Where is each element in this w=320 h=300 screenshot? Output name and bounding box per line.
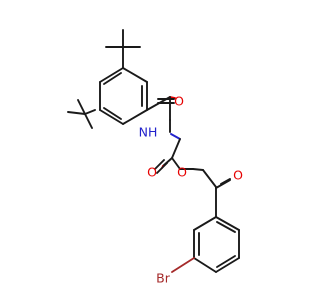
tert-butyl-top [105,29,141,69]
bond-carbonyl-ester [154,159,168,174]
ester-oxygen-label: O [177,165,187,180]
bond-carbonyl-ketone [220,178,231,185]
carbonyl-oxygen-label: O [174,94,184,109]
bond-carbonyl-amide [157,98,175,104]
bromine-label: Br [156,271,171,286]
amide-nitrogen-label: NH [139,125,158,140]
ester-carbonyl-oxygen-label: O [147,165,157,180]
structure-diagram: O NH O O O Br [67,29,243,286]
ketone-oxygen-label: O [233,168,243,183]
benzene-ring-bottom [171,187,240,273]
tert-butyl-left [67,99,96,129]
molecule-canvas: O NH O O O Br [67,29,243,286]
benzene-ring-top [99,67,148,125]
